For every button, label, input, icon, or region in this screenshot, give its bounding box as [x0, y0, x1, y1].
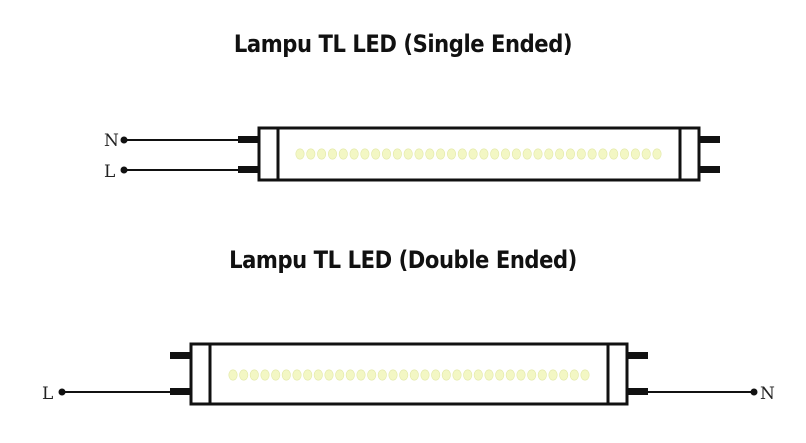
led-dot — [388, 369, 398, 381]
pin-left-top — [238, 136, 260, 143]
led-dot — [516, 369, 526, 381]
terminal-dot-n-single — [120, 136, 128, 144]
pin-left-bottom-double — [170, 388, 192, 395]
led-dot — [420, 369, 430, 381]
led-dot — [392, 148, 402, 160]
led-dot — [537, 369, 547, 381]
led-dot — [249, 369, 259, 381]
led-dot — [327, 148, 337, 160]
led-dot — [457, 148, 467, 160]
led-dot — [500, 148, 510, 160]
led-dot — [505, 369, 515, 381]
double-ended-title: Lampu TL LED (Double Ended) — [229, 246, 577, 274]
led-dot — [239, 369, 249, 381]
led-dot — [527, 369, 537, 381]
led-dot — [598, 148, 608, 160]
led-dot — [335, 369, 345, 381]
pin-right-top-double — [626, 352, 648, 359]
led-row-double — [228, 369, 590, 381]
pin-right-top — [698, 136, 720, 143]
led-dot — [260, 369, 270, 381]
led-dot — [371, 148, 381, 160]
single-ended-tube: N L — [104, 126, 720, 182]
led-dot — [381, 148, 391, 160]
pin-left-bottom — [238, 166, 260, 173]
pin-right-bottom — [698, 166, 720, 173]
led-dot — [324, 369, 334, 381]
led-dot — [555, 148, 565, 160]
label-n-single: N — [104, 131, 119, 151]
led-dot — [452, 369, 462, 381]
led-dot — [271, 369, 281, 381]
led-dot — [619, 148, 629, 160]
led-dot — [544, 148, 554, 160]
label-l-single: L — [104, 162, 115, 182]
led-dot — [409, 369, 419, 381]
led-dot — [495, 369, 505, 381]
led-dot — [345, 369, 355, 381]
led-dot — [403, 148, 413, 160]
led-dot — [292, 369, 302, 381]
led-dot — [446, 148, 456, 160]
terminal-dot-l-double — [58, 388, 66, 396]
led-dot — [295, 148, 305, 160]
led-dot — [425, 148, 435, 160]
led-dot — [377, 369, 387, 381]
single-ended-title: Lampu TL LED (Single Ended) — [233, 30, 573, 58]
double-ended-tube: L N — [42, 342, 775, 406]
led-dot — [436, 148, 446, 160]
led-dot — [468, 148, 478, 160]
led-dot — [306, 148, 316, 160]
led-dot — [479, 148, 489, 160]
led-dot — [511, 148, 521, 160]
led-dot — [641, 148, 651, 160]
led-dot — [356, 369, 366, 381]
led-dot — [367, 369, 377, 381]
led-dot — [463, 369, 473, 381]
led-dot — [569, 369, 579, 381]
led-dot — [580, 369, 590, 381]
led-dot — [414, 148, 424, 160]
led-dot — [559, 369, 569, 381]
led-dot — [399, 369, 409, 381]
led-dot — [317, 148, 327, 160]
led-dot — [609, 148, 619, 160]
led-dot — [522, 148, 532, 160]
led-dot — [338, 148, 348, 160]
label-l-double: L — [42, 384, 53, 404]
led-dot — [533, 148, 543, 160]
terminal-dot-l-single — [120, 166, 128, 174]
led-row-single — [295, 148, 662, 160]
led-dot — [484, 369, 494, 381]
led-dot — [652, 148, 662, 160]
led-dot — [576, 148, 586, 160]
led-dot — [548, 369, 558, 381]
label-n-double: N — [760, 384, 775, 404]
led-dot — [349, 148, 359, 160]
led-dot — [441, 369, 451, 381]
terminal-dot-n-double — [750, 388, 758, 396]
led-dot — [313, 369, 323, 381]
led-dot — [228, 369, 238, 381]
led-dot — [303, 369, 313, 381]
led-dot — [587, 148, 597, 160]
led-dot — [490, 148, 500, 160]
led-dot — [431, 369, 441, 381]
pin-left-top-double — [170, 352, 192, 359]
led-dot — [473, 369, 483, 381]
led-dot — [565, 148, 575, 160]
pin-right-bottom-double — [626, 388, 648, 395]
led-dot — [630, 148, 640, 160]
led-dot — [281, 369, 291, 381]
led-dot — [360, 148, 370, 160]
